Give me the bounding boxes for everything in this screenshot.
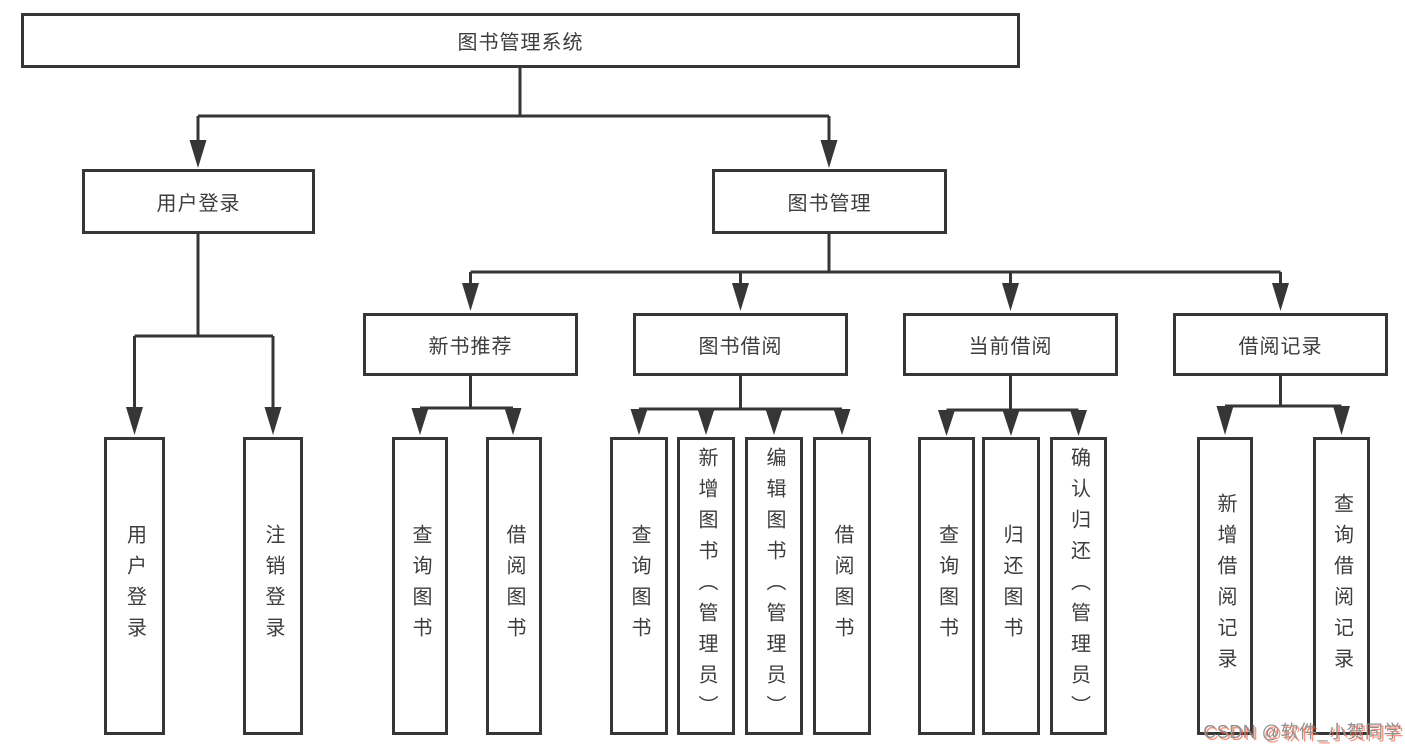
node-borrow-record: 借阅记录 (1173, 313, 1388, 376)
leaf-current-confirm-return-admin: 确认归还（管理员） (1050, 437, 1107, 735)
arrow-icon (833, 409, 851, 435)
leaf-record-query-borrow-record: 查询借阅记录 (1313, 437, 1370, 735)
arrow-icon (126, 407, 143, 435)
edge-bookmgmt-split (469, 234, 1282, 285)
leaf-current-query-books: 查询图书 (918, 437, 975, 735)
arrow-icon (462, 283, 479, 311)
edge-userlogin-split (133, 234, 275, 409)
arrow-icon (1070, 410, 1087, 436)
arrow-icon (765, 409, 783, 435)
node-new-book-recommend: 新书推荐 (363, 313, 578, 376)
edge-current-split (946, 376, 1079, 412)
arrowheads (126, 140, 1350, 436)
edge-borrow-split (639, 376, 842, 411)
arrow-icon (820, 140, 838, 168)
arrow-icon (697, 409, 715, 435)
arrow-icon (1002, 283, 1019, 311)
edge-root-split (196, 68, 831, 142)
arrow-icon (1002, 410, 1020, 436)
leaf-user-login: 用户登录 (104, 437, 165, 735)
leaf-newbook-query-books: 查询图书 (392, 437, 448, 735)
arrow-icon (189, 140, 207, 168)
arrow-icon (264, 407, 282, 435)
arrow-icon (630, 409, 648, 435)
arrow-icon (732, 283, 749, 311)
leaf-borrow-add-books-admin: 新增图书（管理员） (677, 437, 735, 735)
arrow-icon (938, 410, 955, 436)
leaf-borrow-edit-books-admin: 编辑图书（管理员） (745, 437, 803, 735)
leaf-borrow-query-books: 查询图书 (610, 437, 668, 735)
arrow-icon (1216, 406, 1234, 435)
node-user-login: 用户登录 (82, 169, 315, 234)
edge-newbook-split (420, 376, 513, 410)
leaf-record-add-borrow-record: 新增借阅记录 (1197, 437, 1253, 735)
arrow-icon (504, 408, 522, 435)
arrow-icon (1333, 406, 1350, 435)
leaf-newbook-borrow-books: 借阅图书 (486, 437, 542, 735)
arrow-icon (411, 408, 429, 435)
leaf-borrow-borrow-books: 借阅图书 (813, 437, 871, 735)
node-book-borrow: 图书借阅 (633, 313, 848, 376)
node-root-system: 图书管理系统 (21, 13, 1020, 68)
arrow-icon (1272, 283, 1289, 311)
csdn-watermark: CSDN @软件_小贺同学 (1203, 722, 1402, 742)
leaf-logout: 注销登录 (243, 437, 303, 735)
node-current-borrow: 当前借阅 (903, 313, 1118, 376)
edge-record-split (1225, 376, 1342, 408)
node-book-management: 图书管理 (712, 169, 947, 234)
leaf-current-return-books: 归还图书 (982, 437, 1040, 735)
